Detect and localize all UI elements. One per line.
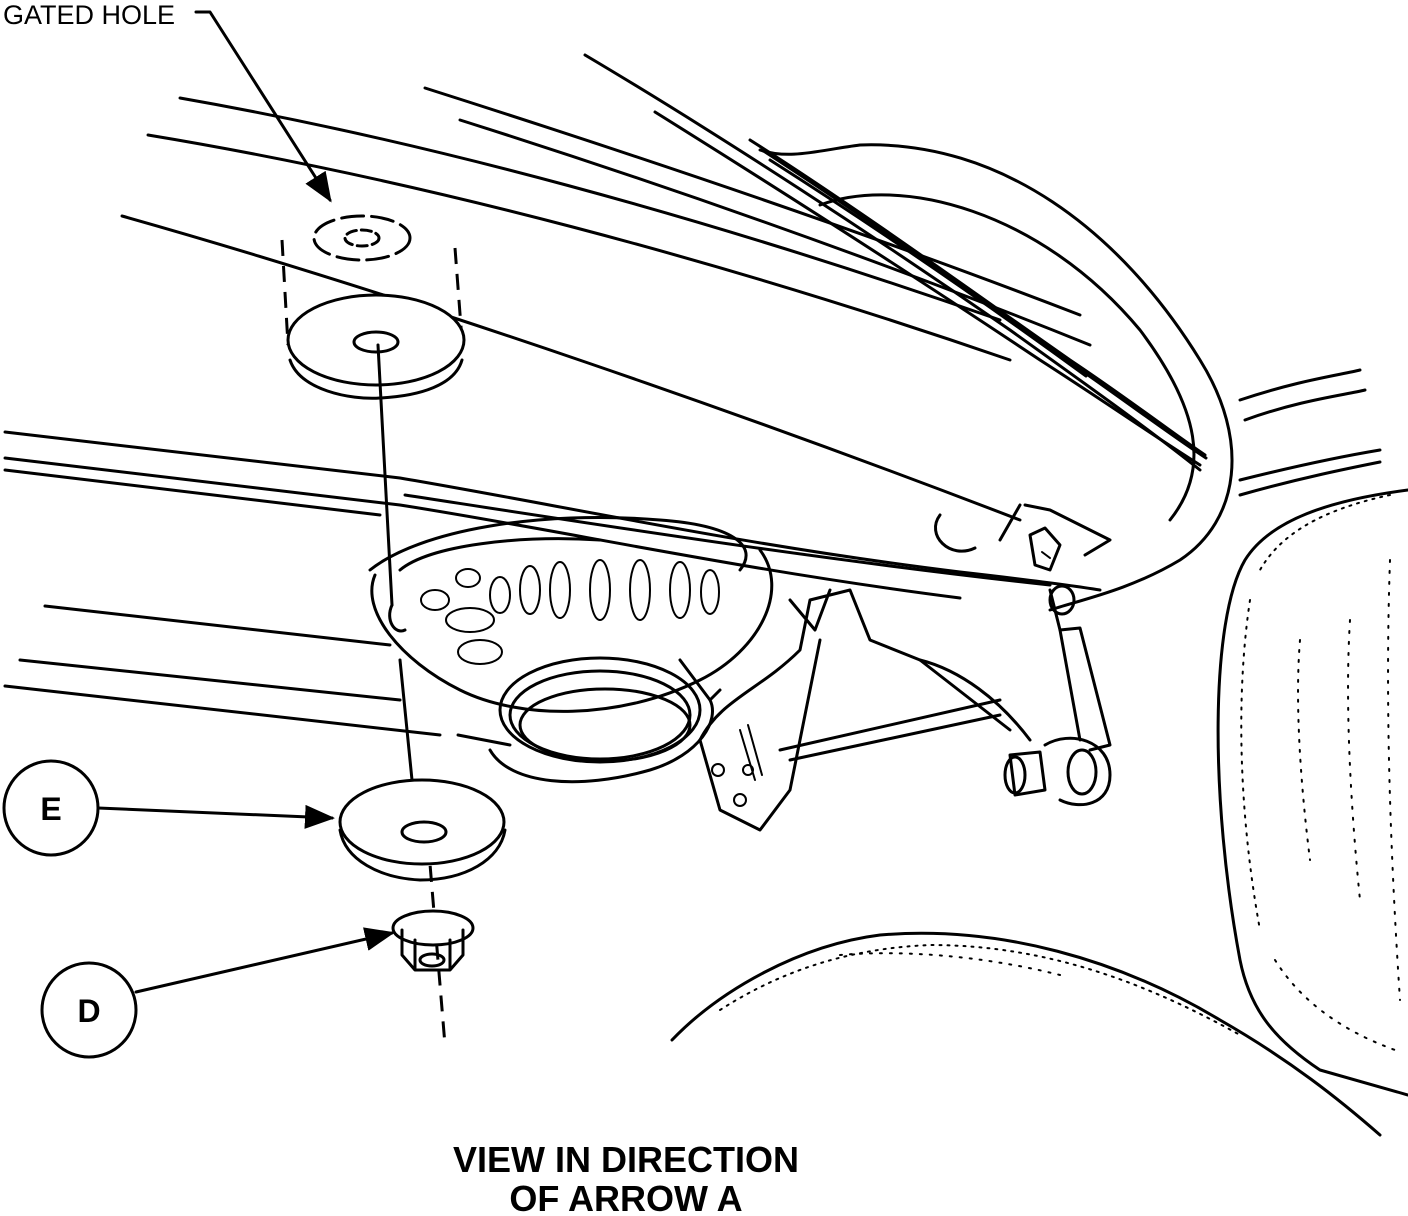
view-caption: VIEW IN DIRECTION OF ARROW A (453, 1139, 799, 1216)
leaf-spring (583, 53, 1208, 472)
body-panel-lines (120, 86, 1092, 522)
shock-absorber (918, 526, 1112, 807)
callout-d-label: D (77, 993, 100, 1029)
callout-e-label: E (40, 791, 61, 827)
shock-bracket (698, 588, 1012, 832)
caption-line-2: OF ARROW A (509, 1178, 742, 1216)
axle-housing (368, 515, 774, 784)
upper-insulator (280, 239, 466, 400)
gated-hole-label: GATED HOLE (3, 0, 175, 30)
callout-d: D (40, 927, 395, 1059)
gated-hole-callout: GATED HOLE (3, 0, 332, 203)
tire (1216, 488, 1408, 1097)
gated-hole (312, 214, 412, 262)
hex-nut-d (391, 909, 475, 972)
caption-line-1: VIEW IN DIRECTION (453, 1139, 799, 1180)
lower-insulator-e (338, 778, 507, 882)
wheel-well-arc (670, 931, 1382, 1137)
lower-body-lines (3, 604, 512, 747)
u-bolt-centerline (376, 343, 447, 1046)
frame-rail (3, 430, 1112, 600)
spring-hanger-loop (758, 143, 1382, 612)
callout-e: E (2, 759, 335, 857)
